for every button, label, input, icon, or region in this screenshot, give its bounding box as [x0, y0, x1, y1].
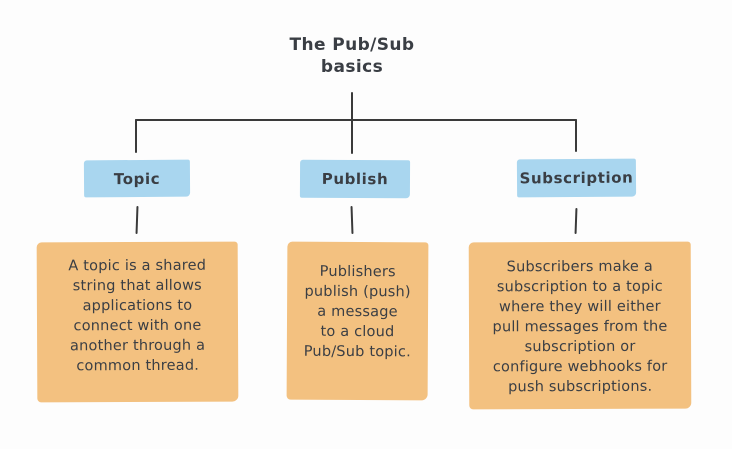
- node-label-topic: Topic: [83, 159, 191, 198]
- node-label-subscription: Subscription: [516, 158, 637, 198]
- node-label-publish: Publish: [299, 159, 411, 199]
- branch-horizontal-line: [135, 119, 577, 121]
- description-subscription: Subscribers make a subscription to a top…: [468, 241, 692, 410]
- publish-label-text: Publish: [321, 169, 389, 189]
- branch-drop-right-line: [575, 119, 577, 152]
- topic-connector-line: [135, 205, 139, 235]
- diagram-title: The Pub/Sub basics: [289, 35, 415, 77]
- subscription-label-text: Subscription: [519, 168, 634, 188]
- description-publish: Publishers publish (push) a message to a…: [286, 241, 429, 401]
- subscription-connector-line: [574, 207, 578, 235]
- publish-connector-line: [350, 205, 354, 235]
- description-topic: A topic is a shared string that allows a…: [36, 241, 239, 403]
- topic-label-text: Topic: [113, 169, 161, 188]
- center-stem-line: [351, 92, 353, 154]
- branch-drop-left-line: [135, 119, 137, 153]
